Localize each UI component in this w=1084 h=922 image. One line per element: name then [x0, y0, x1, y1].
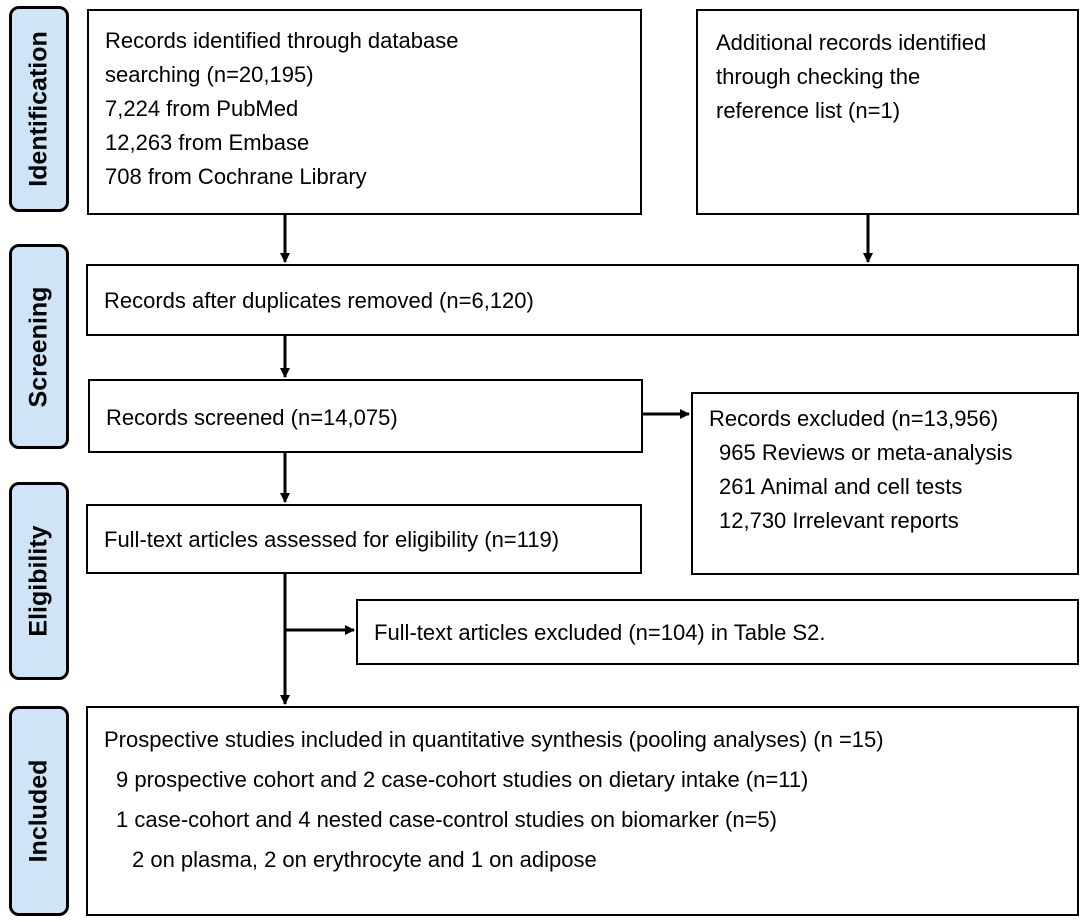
box-line: Records screened (n=14,075)	[106, 405, 398, 430]
records-excluded-box: Records excluded (n=13,956) 965 Reviews …	[691, 392, 1079, 575]
box-line: reference list (n=1)	[716, 98, 901, 123]
box-line: 708 from Cochrane Library	[105, 164, 367, 189]
box-line: searching (n=20,195)	[105, 62, 314, 87]
box-line: 965 Reviews or meta-analysis	[719, 440, 1013, 465]
fulltext-assessed-box: Full-text articles assessed for eligibil…	[86, 504, 642, 574]
box-line: Prospective studies included in quantita…	[104, 727, 884, 752]
duplicates-removed-box: Records after duplicates removed (n=6,12…	[86, 264, 1079, 336]
box-line: through checking the	[716, 64, 921, 89]
box-line: 12,730 Irrelevant reports	[719, 508, 959, 533]
box-line: 9 prospective cohort and 2 case-cohort s…	[116, 767, 809, 792]
stage-identification: Identification	[9, 6, 69, 212]
box-line: Records excluded (n=13,956)	[709, 406, 999, 431]
box-line: Records identified through database	[105, 28, 459, 53]
box-line: Full-text articles assessed for eligibil…	[104, 527, 560, 552]
stage-screening: Screening	[9, 244, 69, 449]
box-line: Records after duplicates removed (n=6,12…	[104, 288, 534, 313]
box-line: 7,224 from PubMed	[105, 96, 299, 121]
included-studies-box: Prospective studies included in quantita…	[86, 706, 1079, 916]
box-line: 2 on plasma, 2 on erythrocyte and 1 on a…	[132, 847, 597, 872]
box-line: 261 Animal and cell tests	[719, 474, 963, 499]
box-line: 12,263 from Embase	[105, 130, 310, 155]
stage-included: Included	[9, 706, 69, 916]
box-line: Additional records identified	[716, 30, 987, 55]
additional-records-box: Additional records identified through ch…	[696, 9, 1079, 215]
box-line: 1 case-cohort and 4 nested case-control …	[116, 807, 777, 832]
box-line: Full-text articles excluded (n=104) in T…	[374, 620, 826, 645]
records-screened-box: Records screened (n=14,075)	[88, 379, 643, 453]
database-search-box: Records identified through database sear…	[87, 9, 642, 215]
stage-eligibility: Eligibility	[9, 482, 69, 680]
fulltext-excluded-box: Full-text articles excluded (n=104) in T…	[356, 599, 1079, 665]
